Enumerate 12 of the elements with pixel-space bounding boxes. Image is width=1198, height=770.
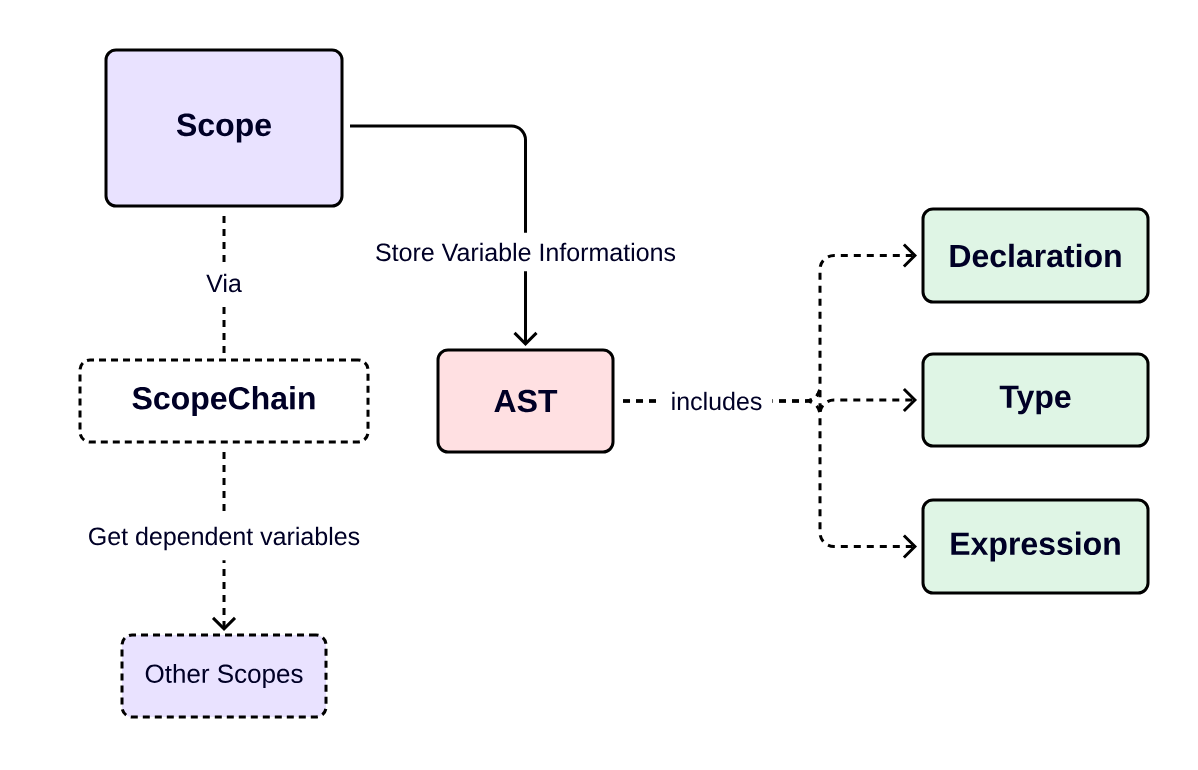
arrow	[350, 124, 538, 346]
edge-label: Via	[196, 263, 252, 303]
process-box: Type	[921, 352, 1150, 448]
edge-label: includes	[660, 381, 773, 421]
process-box: Declaration	[921, 207, 1150, 304]
dashed-box: Other Scopes	[120, 633, 328, 719]
edge-label: Store Variable Informations	[364, 232, 687, 272]
edge-label: Get dependent variables	[77, 516, 371, 561]
process-box: AST	[436, 348, 615, 454]
dashed-box: ScopeChain	[78, 358, 370, 444]
process-box: Expression	[921, 498, 1150, 595]
process-box: Scope	[104, 48, 344, 208]
